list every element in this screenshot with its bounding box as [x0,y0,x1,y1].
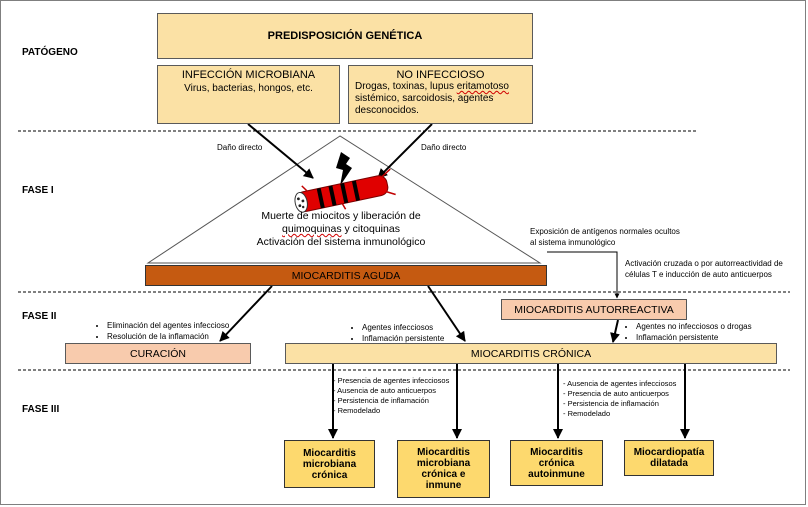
curacion-box: CURACIÓN [65,343,251,364]
cronica-notes: Agentes infecciosos Inflamación persiste… [352,322,444,344]
no-infeccioso-body: Drogas, toxinas, lupus eritamotoso sisté… [355,81,526,117]
no-infeccioso-line1b: eritamotoso [456,81,509,92]
fase3-left-note-1: Presencia de agentes infecciosos [333,376,450,386]
predisposicion-genetica-box: PREDISPOSICIÓN GENÉTICA [157,13,533,59]
connector-exposure [547,251,620,299]
phase-label-fase1: FASE I [22,185,54,196]
outcome-2-line-4: inmune [425,480,462,491]
fase3-notes-left: Presencia de agentes infecciosos Ausenci… [333,376,449,416]
outcome-microbiana-cronica: Miocarditis microbiana crónica [284,440,375,488]
miocarditis-cronica-box: MIOCARDITIS CRÓNICA [285,343,777,364]
phase-label-patogeno: PATÓGENO [22,47,78,58]
no-infeccioso-line1a: Drogas, toxinas, lupus [355,81,457,92]
miocarditis-aguda-box: MIOCARDITIS AGUDA [145,265,547,286]
curacion-note-1: Eliminación del agentes infeccioso [107,320,229,331]
arrow-aguda-to-curacion [219,285,273,342]
fase3-right-note-1: Ausencia de agentes infecciosos [563,379,676,389]
triangle-line2b: y citoquinas [341,223,400,235]
outcome-3-line-2: crónica [538,457,575,469]
triangle-line2: quimoquinas y citoquinas [236,223,446,236]
arrow-autorreactiva-to-cronica [610,319,620,343]
activacion-line2: células T e inducción de auto anticuerpo… [625,270,772,279]
lightning-bolt-icon [336,152,352,186]
infeccion-body: Virus, bacterias, hongos, etc. [184,83,313,94]
cronica-note-1: Agentes infecciosos [362,322,444,333]
outcome-1-line-3: crónica [311,469,348,481]
triangle-text: Muerte de miocitos y liberación de quimo… [236,210,446,249]
autorreactiva-notes: Agentes no infecciosos o drogas Inflamac… [626,321,752,343]
outcome-microbiana-cronica-inmune: Miocarditis microbiana crónica e inmune [397,440,490,498]
fase3-right-note-2: Presencia de auto anticuerpos [563,389,676,399]
outcome-2-line-3: crónica e [421,469,466,480]
outcome-2-line-1: Miocarditis [417,447,470,458]
curacion-note-2: Resolución de la inflamación [107,331,229,342]
no-infeccioso-line3: desconocidos. [355,105,419,116]
arrow-noninfect-to-myocyte [377,123,433,179]
fase3-right-note-4: Remodelado [563,409,676,419]
miocarditis-autorreactiva-box: MIOCARDITIS AUTORREACTIVA [501,299,687,320]
fase3-left-note-2: Ausencia de auto anticuerpos [333,386,449,396]
outcome-miocardiopatia-dilatada: Miocardiopatía dilatada [624,440,714,476]
dano-directo-right: Daño directo [421,143,467,152]
activacion-note: Activación cruzada o por autorreactivida… [625,258,783,280]
outcome-1-line-2: microbiana [302,458,357,470]
outcome-2-line-2: microbiana [416,458,471,469]
exposicion-line1: Exposición de antígenos normales ocultos [530,227,680,236]
outcome-1-line-1: Miocarditis [303,447,356,459]
fase3-notes-right: Ausencia de agentes infecciosos Presenci… [563,379,676,419]
autorreactiva-note-1: Agentes no infecciosos o drogas [636,321,752,332]
fase3-right-note-3: Persistencia de inflamación [563,399,676,409]
phase-label-fase2: FASE II [22,311,57,322]
infeccion-microbiana-box: INFECCIÓN MICROBIANA Virus, bacterias, h… [157,65,340,124]
arrow-aguda-to-cronica [427,285,466,342]
triangle-line3: Activación del sistema inmunológico [256,236,426,248]
no-infeccioso-line2: sistémico, sarcoidosis, agentes [355,93,494,104]
no-infeccioso-title: NO INFECCIOSO [396,69,485,81]
fase3-left-note-3: Persistencia de inflamación [333,396,449,406]
fase3-left-note-4: Remodelado [333,406,449,416]
curacion-notes: Eliminación del agentes infeccioso Resol… [97,320,229,342]
autorreactiva-note-2: Inflamación persistente [636,332,752,343]
phase-label-fase3: FASE III [22,404,60,415]
outcome-3-line-1: Miocarditis [530,446,583,458]
infeccion-title: INFECCIÓN MICROBIANA [181,69,316,81]
outcome-4-line-1: Miocardiopatía [633,447,705,458]
activacion-line1: Activación cruzada o por autorreactivida… [625,259,783,268]
triangle-line2a: quimoquinas [282,223,342,235]
outcome-3-line-3: autoinmune [528,468,585,480]
outcome-cronica-autoinmune: Miocarditis crónica autoinmune [510,440,603,486]
exposicion-line2: al sistema inmunológico [530,238,616,247]
myocyte-fiber-icon [294,168,396,213]
outcome-4-line-2: dilatada [650,458,688,469]
no-infeccioso-box: NO INFECCIOSO Drogas, toxinas, lupus eri… [348,65,533,124]
cronica-note-2: Inflamación persistente [362,333,444,344]
triangle-line1: Muerte de miocitos y liberación de [261,210,421,222]
arrow-microbial-to-myocyte [247,123,314,179]
dano-directo-left: Daño directo [217,143,263,152]
exposicion-note: Exposición de antígenos normales ocultos… [530,226,680,248]
